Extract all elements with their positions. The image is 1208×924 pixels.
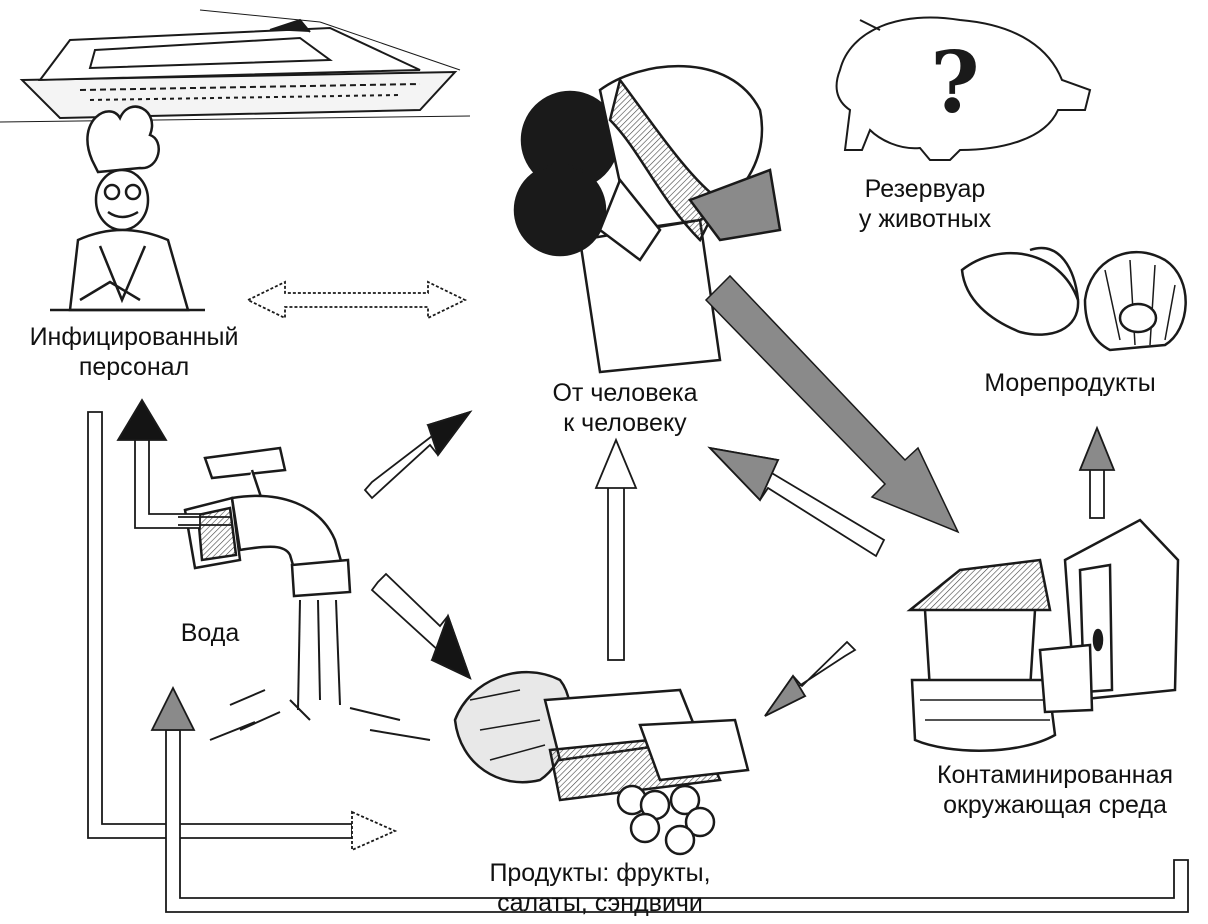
seafood-icon [962, 248, 1186, 350]
foods-label: Продукты: фрукты, салаты, сэндвичи [455, 858, 745, 918]
staff-label-line-1: Инфицированный [8, 322, 260, 352]
foods-label-line-2: салаты, сэндвичи [455, 888, 745, 918]
water-label-line-1: Вода [150, 618, 270, 648]
person-to-person-label: От человека к человеку [500, 378, 750, 438]
environment-line-1: Контаминированная [905, 760, 1205, 790]
person-to-person-line-2: к человеку [500, 408, 750, 438]
pig-question-mark: ? [930, 33, 979, 132]
staff-label-line-2: персонал [8, 352, 260, 382]
seafood-label: Морепродукты [950, 368, 1190, 398]
environment-to-seafood-arrow [1080, 428, 1114, 518]
person-to-person-line-1: От человека [500, 378, 750, 408]
staff-label: Инфицированный персонал [8, 322, 260, 382]
foods-to-person-arrow [596, 440, 636, 660]
environment-to-person-arrow [710, 448, 884, 556]
environment-line-2: окружающая среда [905, 790, 1205, 820]
food-icon [455, 672, 748, 854]
animal-reservoir-line-1: Резервуар [815, 174, 1035, 204]
staff-person-double-arrow [248, 282, 465, 318]
animal-reservoir-label: Резервуар у животных [815, 174, 1035, 234]
water-label: Вода [150, 618, 270, 648]
chef-icon [50, 107, 205, 310]
water-to-foods-arrow [372, 574, 470, 678]
environment-label: Контаминированная окружающая среда [905, 760, 1205, 820]
foods-label-line-1: Продукты: фрукты, [455, 858, 745, 888]
seafood-label-line-1: Морепродукты [950, 368, 1190, 398]
animal-reservoir-line-2: у животных [815, 204, 1035, 234]
cruise-ship-icon [0, 10, 470, 122]
water-to-person-arrow [365, 412, 470, 498]
environment-to-foods-arrow [765, 642, 855, 716]
well-outhouse-icon [910, 520, 1178, 751]
